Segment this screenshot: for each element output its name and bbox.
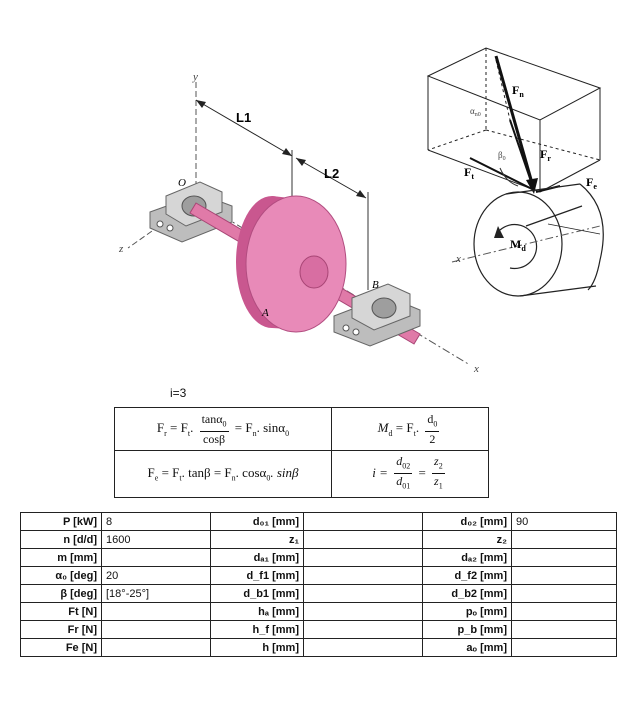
table-value-cell[interactable]: 90	[511, 512, 617, 531]
table-label-cell: pₒ [mm]	[422, 602, 512, 621]
table-value-cell[interactable]	[101, 602, 211, 621]
table-value-cell[interactable]	[303, 548, 423, 567]
table-value-cell[interactable]	[303, 620, 423, 639]
dimension-label-l2: L2	[324, 166, 339, 181]
table-value-cell[interactable]: 1600	[101, 530, 211, 549]
table-value-cell[interactable]	[303, 602, 423, 621]
table-label-cell: P [kW]	[20, 512, 102, 531]
point-label-a: A	[261, 307, 269, 319]
force-label-fr: Fr	[540, 147, 551, 163]
table-label-cell: h_f [mm]	[210, 620, 304, 639]
table-value-cell[interactable]	[511, 620, 617, 639]
formula-fe: Fe = Ft. tanβ = Fn. cosα0. sinβ	[114, 450, 332, 498]
formula-md: Md = Ft. d0 2	[331, 407, 489, 451]
table-value-cell[interactable]	[511, 584, 617, 603]
table-value-cell[interactable]	[511, 548, 617, 567]
table-label-cell: dₐ₁ [mm]	[210, 548, 304, 567]
point-label-b: B	[372, 279, 379, 291]
table-label-cell: hₐ [mm]	[210, 602, 304, 621]
table-label-cell: m [mm]	[20, 548, 102, 567]
table-value-cell[interactable]	[101, 638, 211, 657]
table-label-cell: α₀ [deg]	[20, 566, 102, 585]
formula-table: Fr = Ft. tanα0 cosβ = Fn. sinα0 Md = Ft.…	[114, 407, 489, 498]
table-value-cell[interactable]: [18°-25°]	[101, 584, 211, 603]
table-value-cell[interactable]	[303, 512, 423, 531]
table-value-cell[interactable]	[101, 620, 211, 639]
table-value-cell[interactable]	[303, 638, 423, 657]
shaft-gear-diagram: y z x L1 L2 O A B	[118, 47, 604, 375]
table-label-cell: Fr [N]	[20, 620, 102, 639]
table-row: Fe [N] h [mm] aₒ [mm]	[20, 638, 617, 657]
z-axis-label: z	[118, 243, 124, 255]
table-label-cell: Ft [N]	[20, 602, 102, 621]
table-label-cell: β [deg]	[20, 584, 102, 603]
table-value-cell[interactable]: 20	[101, 566, 211, 585]
table-label-cell: z₁	[210, 530, 304, 549]
table-label-cell: d₀₂ [mm]	[422, 512, 512, 531]
table-label-cell: h [mm]	[210, 638, 304, 657]
x-axis-label: x	[473, 363, 479, 375]
table-value-cell[interactable]	[101, 548, 211, 567]
table-value-cell[interactable]	[303, 530, 423, 549]
angle-label-alpha: αn0	[470, 106, 481, 118]
table-label-cell: d_f2 [mm]	[422, 566, 512, 585]
table-row: β [deg][18°-25°]d_b1 [mm] d_b2 [mm]	[20, 584, 617, 603]
table-value-cell[interactable]	[511, 602, 617, 621]
table-value-cell[interactable]: 8	[101, 512, 211, 531]
table-value-cell[interactable]	[511, 566, 617, 585]
gear-disk	[236, 195, 347, 333]
table-label-cell: d_b1 [mm]	[210, 584, 304, 603]
angle-label-beta: β0	[498, 150, 506, 162]
dimension-label-l1: L1	[236, 110, 251, 125]
table-label-cell: d₀₁ [mm]	[210, 512, 304, 531]
formula-fr: Fr = Ft. tanα0 cosβ = Fn. sinα0	[114, 407, 332, 451]
table-label-cell: d_f1 [mm]	[210, 566, 304, 585]
cylinder-x-label: x	[455, 253, 461, 265]
table-value-cell[interactable]	[303, 584, 423, 603]
cylinder	[473, 183, 604, 297]
formula-ratio: i = d02 d01 = z2 z1	[331, 450, 489, 498]
table-label-cell: d_b2 [mm]	[422, 584, 512, 603]
table-label-cell: p_b [mm]	[422, 620, 512, 639]
table-value-cell[interactable]	[303, 566, 423, 585]
force-diagram	[426, 47, 602, 193]
table-row: Fr [N] h_f [mm] p_b [mm]	[20, 620, 617, 639]
table-row: Ft [N] hₐ [mm] pₒ [mm]	[20, 602, 617, 621]
table-label-cell: aₒ [mm]	[422, 638, 512, 657]
table-label-cell: n [d/d]	[20, 530, 102, 549]
moment-label-md: Md	[510, 237, 526, 253]
table-label-cell: z₂	[422, 530, 512, 549]
table-label-cell: Fe [N]	[20, 638, 102, 657]
table-label-cell: dₐ₂ [mm]	[422, 548, 512, 567]
ratio-label: i=3	[170, 386, 187, 400]
force-label-fe: Fe	[586, 175, 597, 191]
force-label-fn: Fn	[512, 83, 524, 99]
bearing-right	[333, 283, 421, 347]
table-row: m [mm] dₐ₁ [mm] dₐ₂ [mm]	[20, 548, 617, 567]
point-label-o: O	[178, 177, 186, 189]
y-axis-label: y	[192, 71, 198, 83]
table-value-cell[interactable]	[511, 530, 617, 549]
table-value-cell[interactable]	[511, 638, 617, 657]
force-label-ft: Ft	[464, 165, 474, 181]
